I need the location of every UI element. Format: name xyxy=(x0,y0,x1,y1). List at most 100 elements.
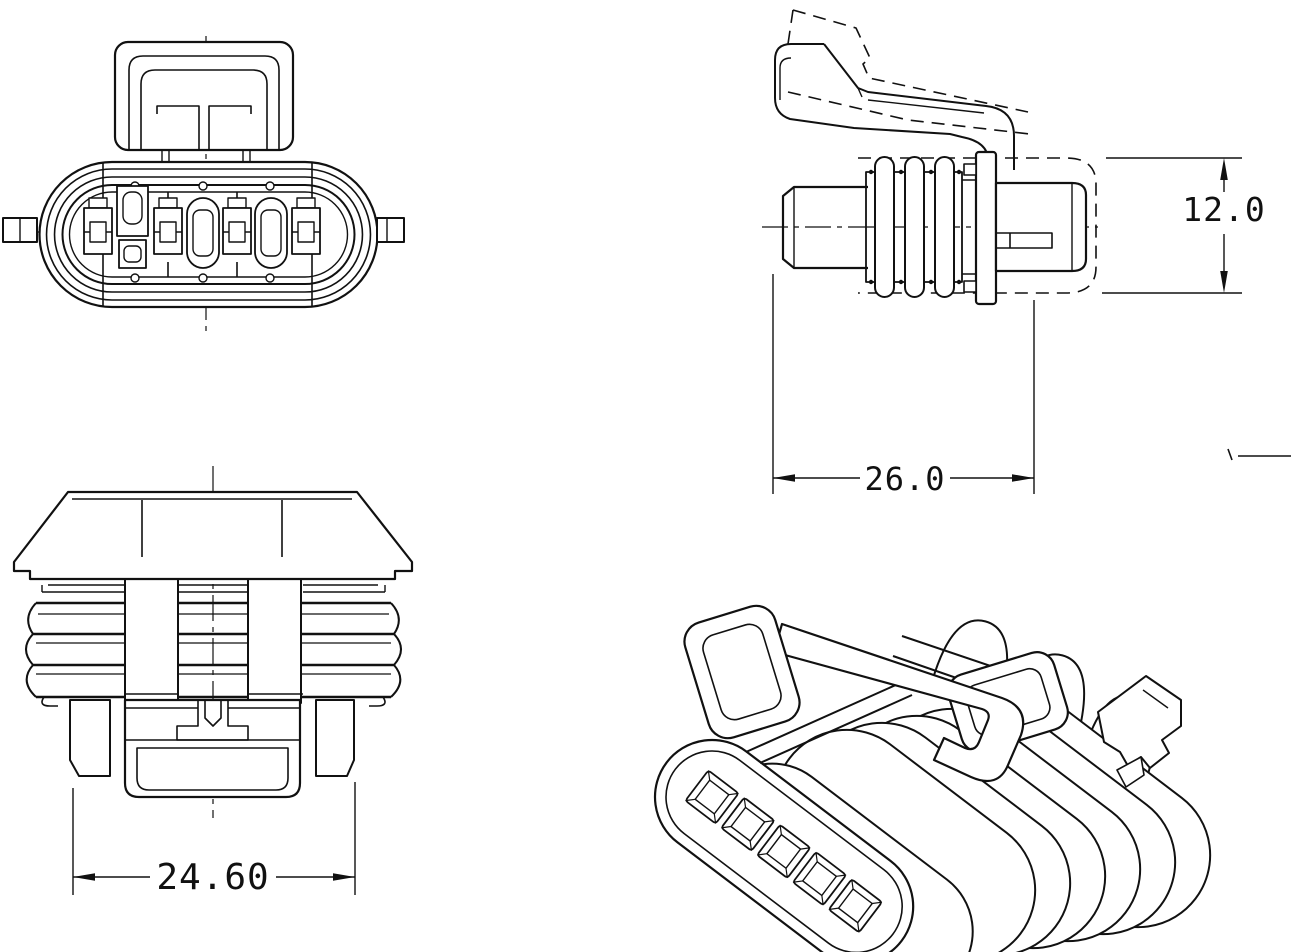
rib-heavy-lines xyxy=(33,601,394,699)
iso-front-face xyxy=(653,738,915,952)
seal-dot xyxy=(928,169,934,175)
arrowhead-right xyxy=(333,873,355,881)
seal-dot xyxy=(898,169,904,175)
flange-plate xyxy=(974,150,998,306)
rib-right-bulges xyxy=(390,602,402,698)
cavity-body xyxy=(83,207,113,255)
index-hole xyxy=(198,273,208,283)
arrowhead-left xyxy=(73,873,95,881)
body-ring-2 xyxy=(45,168,372,301)
cavity-tab xyxy=(227,197,247,209)
flange-tab-bottom xyxy=(963,280,977,293)
latch-leg-right xyxy=(247,556,302,704)
body-ring-5 xyxy=(68,191,349,278)
front-view xyxy=(2,36,405,332)
iso-cavity-5 xyxy=(828,879,883,933)
iso-cavity-chamfers xyxy=(721,797,775,851)
iso-cavity-inner xyxy=(694,779,730,815)
seal-dot xyxy=(898,279,904,285)
seal-dot xyxy=(928,279,934,285)
iso-side-bracket xyxy=(1097,675,1182,788)
cavity-tab xyxy=(296,197,316,209)
lower-wall-left xyxy=(69,699,111,777)
isometric-view xyxy=(653,604,1212,952)
terminal-cavities xyxy=(83,185,321,269)
latch-inner-wall-1 xyxy=(128,55,280,150)
cavity-small-2 xyxy=(153,197,183,255)
index-hole xyxy=(265,273,275,283)
iso-latch-beam xyxy=(772,622,1025,783)
iso-cavity-4 xyxy=(792,851,847,906)
body-ring-4 xyxy=(61,184,356,285)
iso-latch-loop-inner xyxy=(702,623,782,721)
iso-cavity-chamfers xyxy=(756,824,811,879)
cavity-small-3 xyxy=(222,197,252,255)
body-slot xyxy=(996,232,1053,249)
cavity-tab xyxy=(88,197,108,209)
latch-center-slot xyxy=(156,105,252,150)
body-ring-3 xyxy=(53,176,364,293)
rib-bottom-hooks xyxy=(41,696,386,707)
latch-outer-frame xyxy=(113,40,295,152)
cavity-inner xyxy=(159,221,177,243)
iso-cavity-inner xyxy=(802,861,838,897)
rib-left-bulges xyxy=(25,602,37,698)
lower-wall-right xyxy=(315,699,355,777)
side-view: 12.0 26.0 xyxy=(762,9,1291,498)
arrowhead-down xyxy=(1220,271,1228,293)
rear-cap-verticals xyxy=(141,500,283,557)
neck-band-lines xyxy=(41,584,386,593)
iso-cavity-chamfers xyxy=(685,770,739,824)
rear-cap-outline xyxy=(12,490,414,581)
seal-dot xyxy=(868,169,874,175)
latch-feet-lines xyxy=(161,150,251,162)
iso-cavity-inner xyxy=(766,833,802,869)
iso-cavity-2 xyxy=(721,797,775,851)
latch-phantom-outline xyxy=(787,9,1031,135)
arrowhead-left xyxy=(773,474,795,482)
iso-cavity-inner xyxy=(837,888,873,924)
cavity-double-inner-bottom xyxy=(123,245,142,263)
seal-rib-2 xyxy=(904,156,925,298)
iso-face-cavities xyxy=(685,770,883,933)
dimension-label-height: 12.0 xyxy=(1182,190,1265,229)
cavity-oval-1-inner xyxy=(192,209,214,257)
latch-arm-detail-lines xyxy=(779,57,985,114)
cavity-tab xyxy=(158,197,178,209)
seal-neck-lines xyxy=(962,179,976,275)
cavity-small-1 xyxy=(83,197,113,255)
mating-connector-phantom xyxy=(858,157,1097,294)
connector-body-side xyxy=(994,181,1088,273)
latch-arm-upper-edge xyxy=(823,43,1015,170)
cavity-double-inner-top xyxy=(122,191,143,225)
edge-break-mark xyxy=(1227,448,1291,461)
right-tab xyxy=(376,217,405,243)
iso-bracket-step xyxy=(1116,756,1145,788)
rib-light-lines xyxy=(36,613,391,675)
arrowhead-up xyxy=(1220,158,1228,180)
seal-dot xyxy=(956,279,962,285)
cavity-small-4 xyxy=(291,197,321,255)
iso-bracket-edge xyxy=(1142,689,1169,709)
seal-rib-1 xyxy=(874,156,895,298)
iso-cavity-chamfers xyxy=(828,879,883,933)
rear-view: 24.60 xyxy=(12,466,414,898)
iso-cavity-1 xyxy=(685,770,739,824)
index-hole xyxy=(265,181,275,191)
flange-tab-top xyxy=(963,163,977,176)
seal-rib-3 xyxy=(934,156,955,298)
dimension-length: 26.0 xyxy=(772,274,1035,498)
iso-cavity-chamfers xyxy=(792,851,847,906)
seal-dot xyxy=(868,279,874,285)
cavity-inner xyxy=(89,221,107,243)
dimension-label-width: 24.60 xyxy=(156,857,269,898)
iso-bracket-outline xyxy=(1097,675,1182,769)
latch-arm-lower-edge xyxy=(774,43,989,170)
dimension-label-length: 26.0 xyxy=(864,460,945,498)
iso-top-rails xyxy=(745,683,913,764)
iso-cavity-3 xyxy=(756,824,811,879)
side-tabs xyxy=(2,217,405,243)
index-hole xyxy=(198,181,208,191)
